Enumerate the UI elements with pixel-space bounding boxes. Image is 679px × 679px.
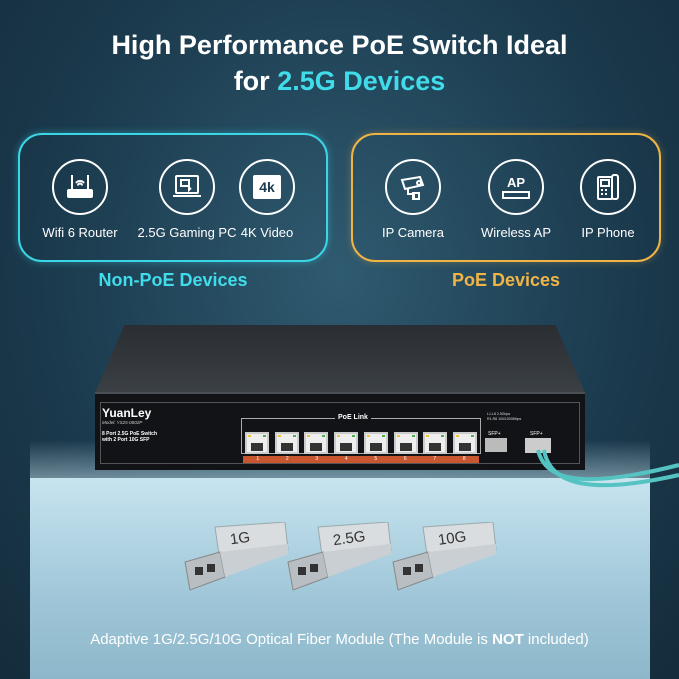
laptop-icon — [159, 159, 215, 215]
switch-top — [95, 325, 585, 393]
sfp-label-1: SFP+ — [488, 431, 501, 437]
phone-icon — [580, 159, 636, 215]
port-number: 6 — [403, 456, 407, 462]
rj45-port[interactable] — [393, 432, 418, 454]
non-poe-label: Non-PoE Devices — [98, 270, 248, 290]
access-point-icon: AP — [488, 159, 544, 215]
device-wifi-router: Wifi 6 Router — [30, 159, 130, 240]
port-number: 1 — [256, 456, 260, 462]
device-label: 4K Video — [240, 225, 294, 240]
device-label: Wireless AP — [480, 225, 552, 240]
4k-monitor-icon: 4k — [239, 159, 295, 215]
sfp-module-10g: 10G — [388, 521, 498, 592]
poe-label: PoE Devices — [451, 270, 561, 290]
device-label: 2.5G Gaming PC — [137, 225, 237, 240]
port-number-strip: 1 2 3 4 5 6 7 8 — [243, 456, 479, 463]
module-note: Adaptive 1G/2.5G/10G Optical Fiber Modul… — [90, 631, 589, 648]
device-ip-phone: IP Phone — [558, 159, 658, 240]
router-icon — [52, 159, 108, 215]
rj45-port[interactable] — [274, 432, 299, 454]
port-number: 7 — [433, 456, 437, 462]
rj45-port[interactable] — [452, 432, 477, 454]
headline-prefix: for — [233, 66, 278, 96]
sfp-module-1g: 1G — [180, 521, 290, 592]
device-4k-video: 4k 4K Video — [217, 159, 317, 240]
fiber-cable — [536, 449, 679, 488]
device-label: Wifi 6 Router — [42, 225, 118, 240]
pedestal — [30, 478, 650, 679]
port-number: 8 — [462, 456, 466, 462]
headline-line1: High Performance PoE Switch Ideal — [111, 30, 568, 60]
device-ip-camera: IP Camera — [363, 159, 463, 240]
non-poe-devices-panel: Wifi 6 Router 2.5G Gaming PC 4k 4K Video — [18, 133, 328, 262]
port-number: 3 — [315, 456, 319, 462]
sfp-port-2[interactable] — [525, 438, 551, 453]
port-number: 2 — [285, 456, 289, 462]
sfp-port-1[interactable] — [485, 438, 507, 452]
poe-devices-panel: IP Camera AP Wireless AP IP Phone — [351, 133, 661, 262]
rj45-port[interactable] — [363, 432, 388, 454]
poe-link-label: PoE Link — [335, 414, 371, 421]
device-label: IP Phone — [581, 225, 635, 240]
device-wireless-ap: AP Wireless AP — [466, 159, 566, 240]
headline-line2: for 2.5G Devices — [0, 66, 679, 97]
sfp-label-2: SFP+ — [530, 431, 543, 437]
port-number: 4 — [344, 456, 348, 462]
brand-logo: YuanLey — [102, 406, 152, 420]
device-label: IP Camera — [382, 225, 444, 240]
rj45-port[interactable] — [245, 432, 269, 454]
headline-accent: 2.5G Devices — [277, 66, 446, 96]
switch-front-panel: YuanLey Model: YS25-0802P 8 Port 2.5G Po… — [95, 392, 585, 470]
rj45-ports — [243, 426, 479, 456]
model-number: Model: YS25-0802P — [102, 420, 143, 425]
port-number: 5 — [374, 456, 378, 462]
sfp-module-25g: 2.5G — [283, 521, 393, 592]
device-gaming-pc: 2.5G Gaming PC — [137, 159, 237, 240]
rj45-port[interactable] — [423, 432, 448, 454]
rj45-port[interactable] — [334, 432, 359, 454]
camera-icon — [385, 159, 441, 215]
rj45-port[interactable] — [304, 432, 329, 454]
module-speed-label: 1G — [228, 528, 252, 549]
